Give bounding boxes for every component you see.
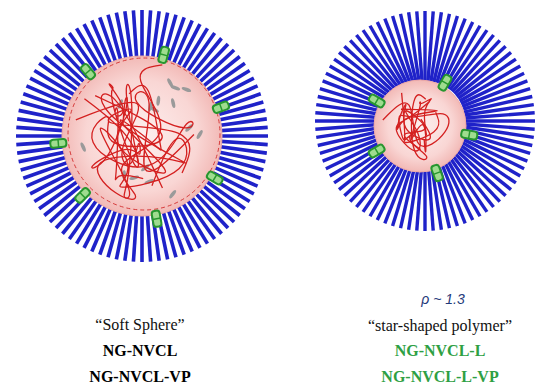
green-group-bar xyxy=(160,54,168,56)
green-group-bar xyxy=(442,81,449,85)
caption-label: NG-NVCL-VP xyxy=(89,368,190,386)
crosslinker-dash xyxy=(156,96,161,106)
core-dashed-outline xyxy=(68,58,220,210)
crosslinker-dash xyxy=(181,86,192,93)
polymer-chain xyxy=(84,84,143,180)
caption-label: “star-shaped polymer” xyxy=(368,317,512,335)
green-group xyxy=(212,101,230,114)
green-group-bar xyxy=(375,148,379,155)
corona-spokes xyxy=(16,10,268,262)
green-group-shape xyxy=(74,187,91,204)
green-group-shape xyxy=(158,46,170,64)
caption-label: NG-NVCL xyxy=(103,342,178,360)
corona-spoke xyxy=(417,11,422,81)
green-group xyxy=(431,164,444,182)
core-sphere xyxy=(374,80,466,172)
crosslinker-dash xyxy=(196,129,204,139)
green-group-shape xyxy=(212,101,230,114)
green-group-bar xyxy=(57,139,59,147)
caption-label: ρ ~ 1.3 xyxy=(421,292,464,307)
core-sphere xyxy=(62,56,222,216)
green-group-bar xyxy=(85,69,91,74)
soft-sphere-figure xyxy=(16,10,268,262)
polymer-chain xyxy=(100,84,186,198)
green-group-shape xyxy=(438,74,453,92)
green-group-bar xyxy=(80,193,86,199)
crosslinker-dash xyxy=(170,84,181,91)
caption-label: NG-NVCL-L xyxy=(395,342,486,360)
green-group xyxy=(74,187,91,204)
green-group-bar xyxy=(469,131,470,139)
green-group-shape xyxy=(461,129,478,140)
green-group xyxy=(438,74,453,92)
green-group xyxy=(158,46,170,64)
polymer-chain xyxy=(396,101,429,151)
green-group-shape xyxy=(431,164,444,182)
green-group xyxy=(368,144,386,159)
crosslinker-dash xyxy=(168,189,177,199)
caption-label: NG-NVCL-L-VP xyxy=(381,368,498,386)
crosslinker-dash xyxy=(79,142,86,153)
green-group xyxy=(206,171,224,186)
caption-label: “Soft Sphere” xyxy=(95,316,184,334)
corona-spoke xyxy=(465,113,535,118)
green-group-shape xyxy=(368,144,386,159)
green-group-bar xyxy=(213,175,217,182)
green-group-bar xyxy=(153,218,161,219)
green-group-bar xyxy=(375,98,379,105)
polymer-chains xyxy=(76,65,194,199)
green-groups xyxy=(50,46,230,227)
green-group-shape xyxy=(206,171,224,186)
polymer-chain xyxy=(108,85,190,173)
polymer-chains xyxy=(383,93,449,160)
green-group-shape xyxy=(50,139,67,148)
crosslinker-dash xyxy=(170,98,176,109)
green-group xyxy=(80,63,96,80)
corona-spoke xyxy=(423,11,426,81)
green-group-shape xyxy=(151,210,162,227)
green-group-bar xyxy=(433,172,441,175)
star-polymer-figure xyxy=(315,11,535,231)
green-group xyxy=(368,94,386,109)
corona-spokes xyxy=(315,11,535,231)
corona-spoke xyxy=(465,119,535,122)
green-group-shape xyxy=(80,63,96,80)
green-group-bar xyxy=(220,104,223,112)
green-group xyxy=(461,129,478,140)
green-groups xyxy=(368,74,478,182)
green-group xyxy=(151,210,162,227)
green-group-shape xyxy=(368,94,386,109)
green-group xyxy=(50,139,67,148)
